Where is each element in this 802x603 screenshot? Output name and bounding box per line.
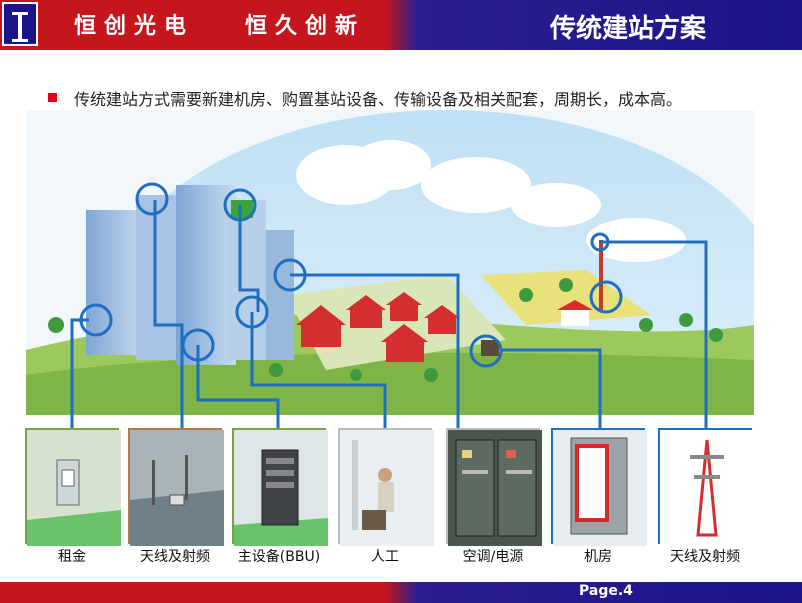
panel-antenna-rf <box>128 428 224 546</box>
panel-label: 人工 <box>371 549 399 565</box>
brand-text: 恒创光电 <box>74 14 195 39</box>
page-number: Page.4 <box>579 583 633 599</box>
city-illustration <box>26 110 754 415</box>
logo-icon <box>2 2 38 46</box>
bullet-square-icon <box>48 93 57 102</box>
panel-label: 机房 <box>584 549 612 565</box>
header-bar: 恒创光电 恒久创新 传统建站方案 <box>0 0 802 50</box>
panel-label: 租金 <box>58 549 86 565</box>
panel-label: 天线及射频 <box>140 549 210 565</box>
page-title: 传统建站方案 <box>549 14 706 44</box>
panel-ac-power <box>446 428 542 546</box>
panel-label: 空调/电源 <box>462 549 524 565</box>
slogan-text: 恒久创新 <box>245 14 366 39</box>
panel-labor <box>338 428 434 546</box>
panel-label: 主设备(BBU) <box>237 549 321 565</box>
panel-equipment-room <box>551 428 647 546</box>
bullet-text: 传统建站方式需要新建机房、购置基站设备、传输设备及相关配套，周期长，成本高。 <box>74 90 683 109</box>
panel-antenna-rf-tower <box>658 428 754 546</box>
panel-main-equipment <box>232 428 328 546</box>
panel-rent <box>25 428 121 546</box>
panel-label: 天线及射频 <box>670 549 740 565</box>
footer-bar <box>0 582 802 603</box>
